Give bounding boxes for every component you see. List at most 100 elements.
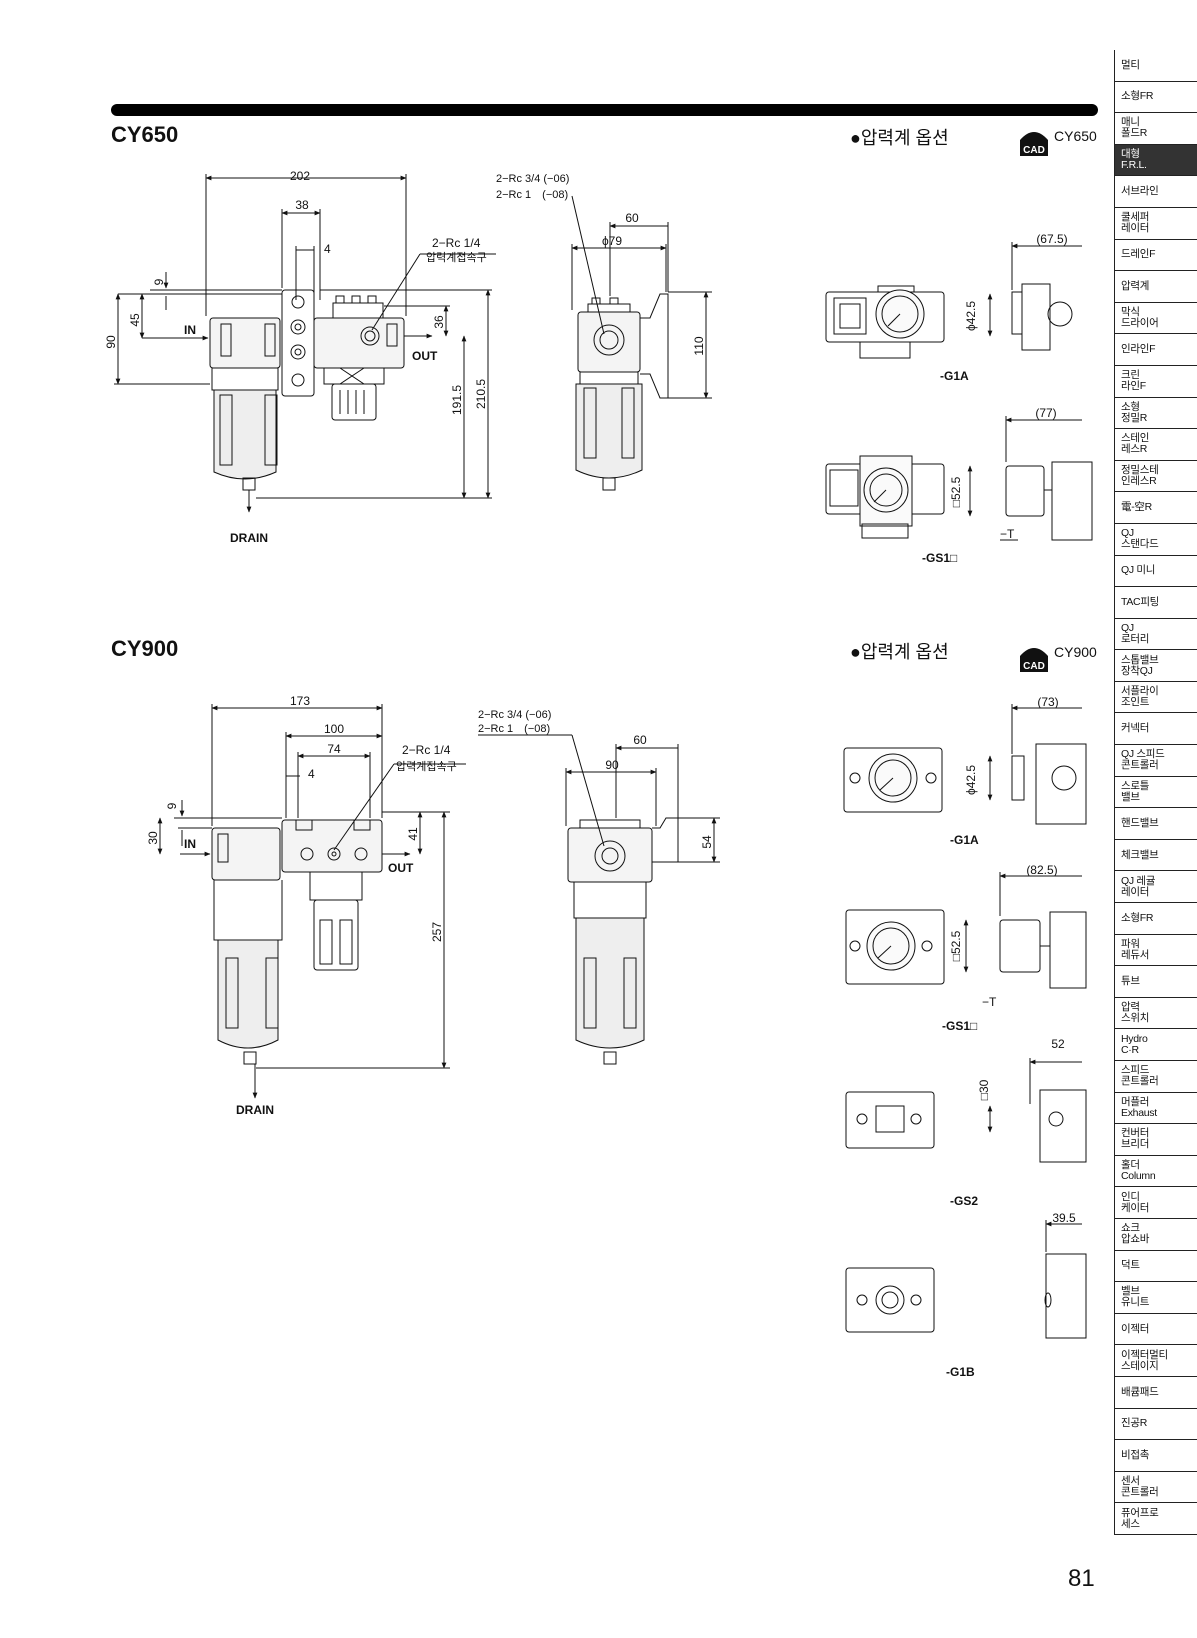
dim-side: 52 (1051, 1037, 1065, 1051)
dim-height: 36 (432, 315, 446, 329)
sidebar-tab[interactable]: 스피드 콘트롤러 (1115, 1061, 1197, 1093)
sidebar-tab[interactable]: 압력계 (1115, 271, 1197, 303)
dim-width: 74 (327, 742, 341, 756)
dim-height: 257 (430, 922, 444, 942)
sidebar-tab[interactable]: 컨버터 브리더 (1115, 1124, 1197, 1156)
main-port-label: 2−Rc 3/4 (−06) (478, 709, 551, 721)
dim-gauge: □30 (977, 1079, 991, 1100)
dim-side: (73) (1037, 695, 1058, 709)
dim-side: (82.5) (1026, 863, 1057, 877)
cy900-option-g1a (843, 704, 1087, 825)
sidebar-tab[interactable]: 퓨어프로 세스 (1115, 1503, 1197, 1535)
gauge-port-label: 압력계접속구 (396, 760, 457, 773)
dim-width: 173 (290, 694, 310, 708)
sidebar-tab[interactable]: 정밀스테 인레스R (1115, 460, 1197, 493)
sidebar-tab[interactable]: 스로틀 밸브 (1115, 776, 1197, 809)
sidebar-tab[interactable]: 소형 정밀R (1115, 397, 1197, 430)
sidebar-tab[interactable]: 커넥터 (1115, 713, 1197, 746)
sidebar-tab[interactable]: 소형FR (1115, 903, 1197, 935)
sidebar-tab[interactable]: 멀티 (1115, 50, 1197, 82)
sidebar-tab[interactable]: 드레인F (1115, 239, 1197, 272)
dim-width: 38 (295, 198, 309, 212)
dim-gauge: ϕ42.5 (964, 765, 978, 795)
sidebar-tab[interactable]: QJ 레귤 레이터 (1115, 871, 1197, 904)
sidebar-tab[interactable]: 인라인F (1115, 334, 1197, 366)
cy650-option-gs1 (825, 416, 1093, 541)
cy900-front-view (157, 704, 572, 1099)
out-label: OUT (412, 349, 438, 363)
cad-model-label-cy650: CY650 (1054, 128, 1097, 144)
sidebar-tab[interactable]: 스톱밸브 장착QJ (1115, 650, 1197, 682)
sidebar-tab[interactable]: 체크밸브 (1115, 839, 1197, 872)
sidebar-tab[interactable]: 이젝터멀티 스테이지 (1115, 1345, 1197, 1377)
sidebar-tab[interactable]: QJ 미니 (1115, 555, 1197, 588)
sidebar-tab[interactable]: 배큠패드 (1115, 1376, 1197, 1409)
drain-label: DRAIN (236, 1103, 274, 1117)
sidebar-tab[interactable]: 벨브 유니트 (1115, 1282, 1197, 1314)
dim-height: 30 (146, 831, 160, 845)
gauge-port-label: 압력계접속구 (426, 251, 487, 264)
sidebar-tab[interactable]: 인디 케이터 (1115, 1187, 1197, 1219)
dim-width: 90 (605, 758, 619, 772)
sidebar-tab[interactable]: 막식 드라이어 (1115, 302, 1197, 335)
dim-gauge: □52.5 (949, 930, 963, 961)
sidebar-tab[interactable]: QJ 로터리 (1115, 618, 1197, 651)
sidebar-tab[interactable]: 센서 콘트롤러 (1115, 1471, 1197, 1504)
sidebar-tab[interactable]: 압력 스위치 (1115, 997, 1197, 1030)
cad-icon[interactable]: CAD (1018, 128, 1050, 156)
gauge-port-label: 2−Rc 1/4 (432, 236, 481, 250)
dim-height: 9 (152, 278, 166, 285)
sidebar-tab[interactable]: 튜브 (1115, 966, 1197, 998)
dim-width: 4 (308, 767, 315, 781)
gauge-option-title-cy900: ●압력계 옵션 (850, 642, 949, 662)
sidebar-tab[interactable]: TAC피팅 (1115, 587, 1197, 619)
sidebar-tab[interactable]: 홀더 Column (1115, 1155, 1197, 1188)
sidebar-tab[interactable]: 크린 라인F (1115, 365, 1197, 398)
option-code: -GS2 (950, 1194, 978, 1208)
cad-label: CAD (1023, 661, 1045, 672)
sidebar-tab[interactable]: 電-空R (1115, 492, 1197, 524)
sidebar-tab[interactable]: 매니 폴드R (1115, 113, 1197, 145)
sidebar-tab[interactable]: 쿨세퍼 레이터 (1115, 207, 1197, 240)
dim-width: 4 (324, 242, 331, 256)
dim-height: 9 (165, 802, 179, 809)
option-code: -GS1□ (922, 551, 957, 565)
cad-model-label-cy900: CY900 (1054, 644, 1097, 660)
sidebar-tab[interactable]: 서브라인 (1115, 176, 1197, 208)
dim-height: 90 (104, 335, 118, 349)
dim-width: 202 (290, 169, 310, 183)
dim-side: (77) (1035, 406, 1056, 420)
sidebar-tab[interactable]: 소형FR (1115, 81, 1197, 114)
dim-side: (67.5) (1036, 232, 1067, 246)
dim-gauge: ϕ42.5 (964, 301, 978, 331)
sidebar-tab[interactable]: 스테인 레스R (1115, 429, 1197, 461)
cy900-option-gs1 (845, 872, 1087, 989)
sidebar-tab[interactable]: 진공R (1115, 1408, 1197, 1441)
sidebar-tab[interactable]: 머플러 Exhaust (1115, 1092, 1197, 1125)
sidebar-tab[interactable]: 덕트 (1115, 1250, 1197, 1283)
dim-height: 41 (406, 827, 420, 841)
cad-icon[interactable]: CAD (1018, 644, 1050, 672)
main-port-label: 2−Rc 1 (−08) (478, 723, 550, 735)
dim-width: 60 (633, 733, 647, 747)
sidebar-tab[interactable]: 대형 F.R.L. (1115, 144, 1197, 177)
t-label: −T (1000, 527, 1015, 541)
sidebar-tab[interactable]: Hydro C·R (1115, 1029, 1197, 1061)
gauge-port-label: 2−Rc 1/4 (402, 743, 451, 757)
dim-diameter: ϕ79 (602, 234, 622, 248)
sidebar-tab[interactable]: 이젝터 (1115, 1313, 1197, 1346)
sidebar-tab[interactable]: 쇼크 압쇼바 (1115, 1218, 1197, 1251)
sidebar-tab[interactable]: QJ 스피드 콘트롤러 (1115, 745, 1197, 777)
option-code: -G1A (940, 369, 969, 383)
sidebar-tab[interactable]: 파워 레듀서 (1115, 934, 1197, 967)
sidebar-tab[interactable]: 비접촉 (1115, 1440, 1197, 1472)
sidebar-tab[interactable]: QJ 스탠다드 (1115, 523, 1197, 556)
main-port-label: 2−Rc 3/4 (−06) (496, 173, 569, 185)
in-label: IN (184, 837, 196, 851)
dim-height: 45 (128, 313, 142, 327)
dim-height: 191.5 (450, 385, 464, 415)
sidebar-tab[interactable]: 핸드밸브 (1115, 808, 1197, 840)
sidebar-tab[interactable]: 서플라이 조인트 (1115, 681, 1197, 714)
main-port-label: 2−Rc 1 (−08) (496, 189, 568, 201)
cy650-side-view (571, 195, 712, 491)
